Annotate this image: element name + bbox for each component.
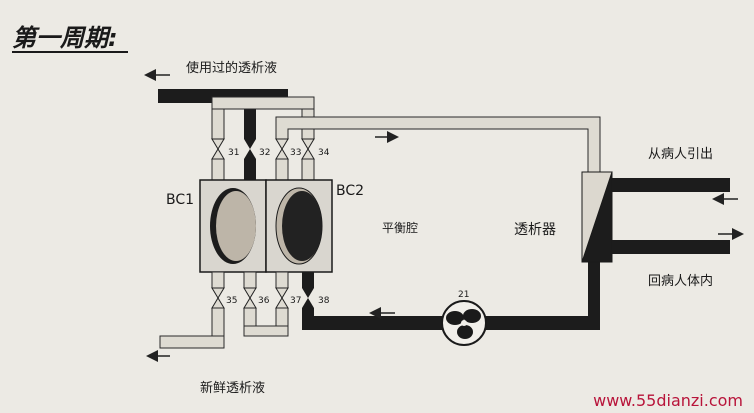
valve-label-38: 38: [318, 296, 330, 306]
stub-35: [211, 271, 225, 289]
stub-34: [301, 158, 315, 181]
label-to-patient: 回病人体内: [648, 273, 713, 289]
valve-label-37: 37: [290, 296, 301, 306]
blood-line-from-patient: [612, 178, 730, 192]
label-bc2: BC2: [336, 183, 364, 199]
stub-38: [302, 272, 314, 288]
dialyzer-supply-pipe: [275, 116, 601, 173]
label-from-patient: 从病人引出: [648, 147, 713, 162]
valve-label-33: 33: [290, 148, 301, 158]
valve-32: [244, 139, 256, 159]
valve-33: [275, 138, 289, 160]
upper-light-pipe: [211, 96, 315, 110]
stub-37: [275, 271, 289, 289]
label-dialyzer: 透析器: [514, 222, 556, 238]
valve-label-32: 32: [259, 148, 270, 158]
valve-label-31: 31: [228, 148, 239, 158]
label-fresh-dialysate: 新鲜透析液: [200, 380, 265, 396]
valve-35: [211, 287, 225, 309]
balance-chamber-bc1: [199, 179, 267, 273]
valve-36: [243, 287, 257, 309]
blood-line-to-patient: [612, 240, 730, 254]
label-pump-number: 21: [458, 290, 469, 300]
valve-31: [211, 138, 225, 160]
valve35-lower-pipe: [211, 307, 225, 341]
fresh-dialysate-pipe: [159, 335, 225, 349]
valve-label-35: 35: [226, 296, 237, 306]
pump-21: [441, 300, 487, 346]
valve-label-36: 36: [258, 296, 270, 306]
stub-31: [211, 158, 225, 181]
label-used-dialysate: 使用过的透析液: [186, 60, 277, 76]
diagram-title: 第一周期:: [12, 24, 118, 52]
balance-chamber-bc2: [265, 179, 333, 273]
valve-38: [302, 288, 314, 308]
stub-33: [275, 158, 289, 181]
valve-label-34: 34: [318, 148, 330, 158]
stub-32: [244, 159, 256, 180]
valve-37: [275, 287, 289, 309]
valve-34: [301, 138, 315, 160]
dialyzer: [581, 171, 613, 263]
valve31-upper-pipe: [211, 108, 225, 140]
lower-crossover-pipe: [243, 325, 289, 337]
label-bc1: BC1: [166, 192, 194, 208]
stub-36: [243, 271, 257, 289]
watermark: www.55dianzi.com: [593, 391, 743, 410]
label-balance-chamber: 平衡腔: [382, 220, 418, 235]
